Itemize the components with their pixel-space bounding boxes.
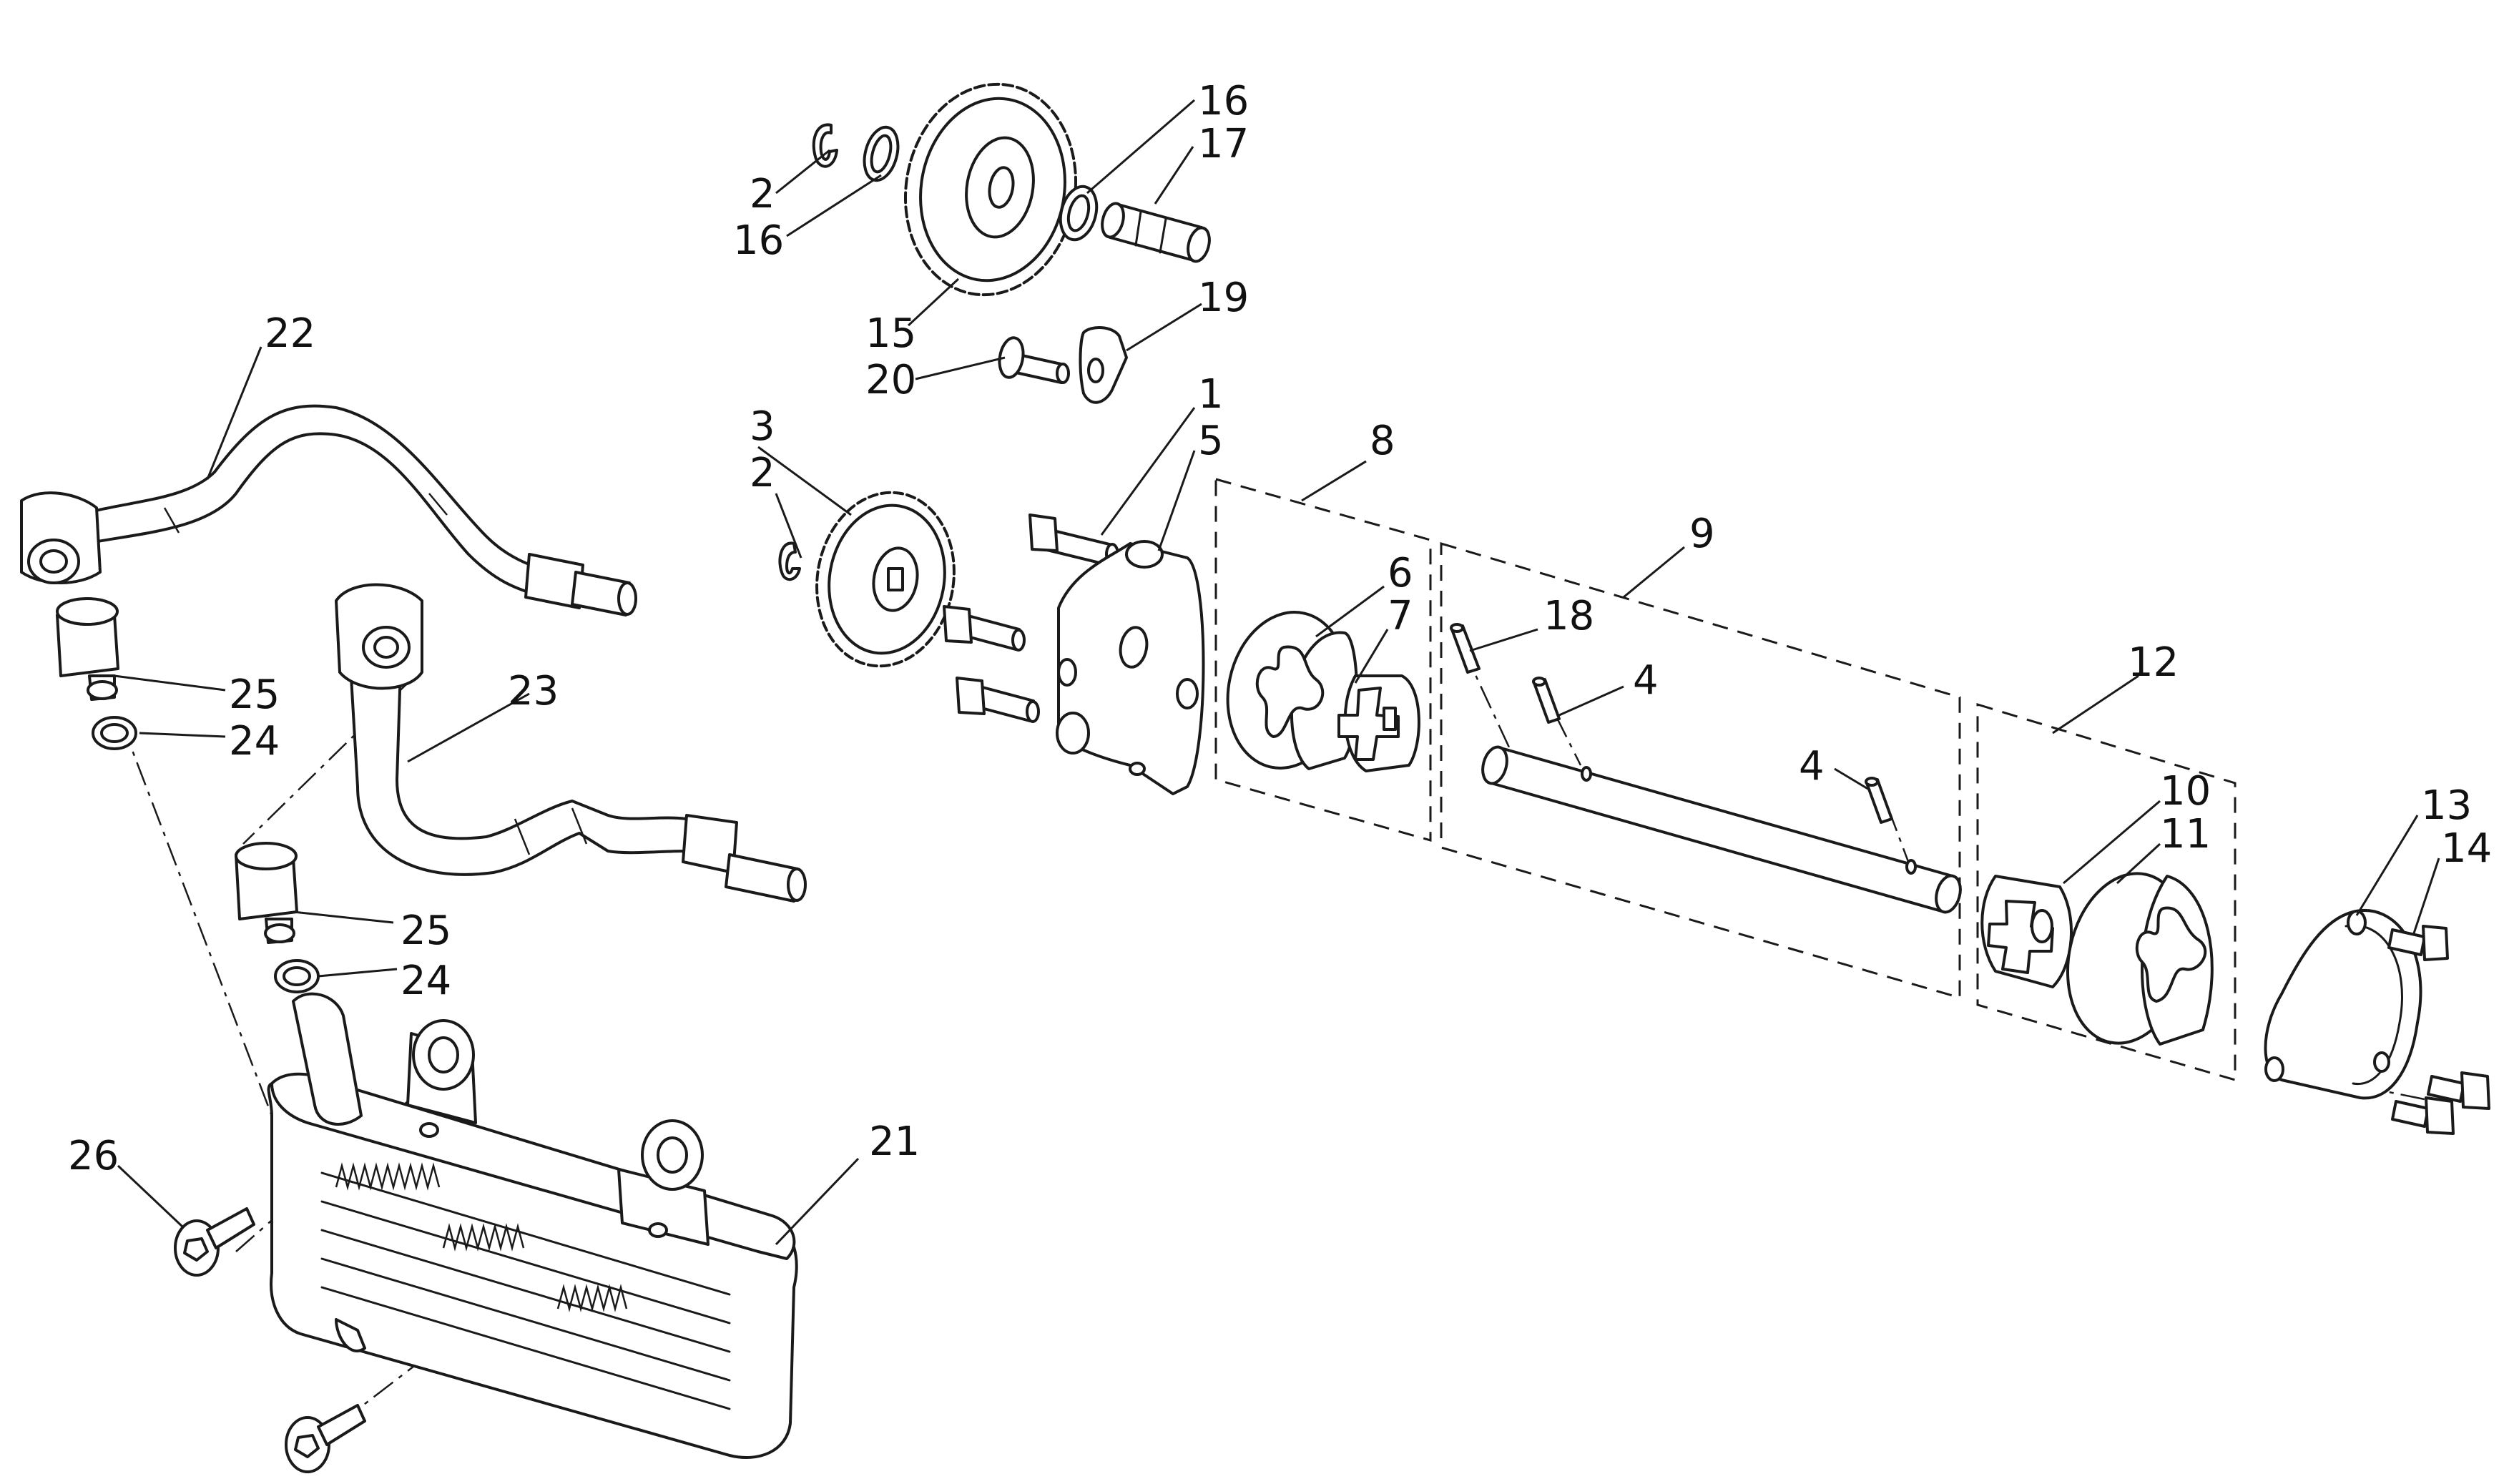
- part-2-circlip-top: [812, 123, 838, 168]
- callout-1: 1: [1198, 371, 1224, 418]
- callout-2-middle: 2: [750, 450, 775, 496]
- callout-16-left: 16: [733, 217, 784, 264]
- part-16-washer-left: [863, 125, 900, 182]
- callout-21: 21: [869, 1119, 920, 1165]
- part-15-sprocket: [903, 82, 1078, 297]
- callout-4-right: 4: [1799, 743, 1825, 790]
- part-25-fitting-left: [56, 597, 119, 701]
- pump-shaft: [1481, 745, 1962, 914]
- leader-lines: [114, 99, 2440, 1246]
- callout-25-left: 25: [229, 672, 280, 718]
- callout-18: 18: [1543, 593, 1594, 639]
- callout-16-right: 16: [1198, 78, 1249, 124]
- group-12-box: [1976, 702, 2237, 1081]
- part-2-circlip-middle: [778, 541, 801, 581]
- part-16-washer-right: [1059, 185, 1099, 242]
- callout-14: 14: [2441, 825, 2492, 872]
- callout-17: 17: [1198, 121, 1249, 167]
- callout-24-left: 24: [229, 718, 280, 765]
- centerline-pipe-23: [242, 682, 408, 845]
- part-7-inner-rotor: [1337, 674, 1420, 772]
- bolt-cooler-lower: [285, 1404, 366, 1473]
- part-4-pin-left: [1532, 677, 1561, 724]
- group-9-box: [1440, 541, 1961, 999]
- bolt-middle-2: [943, 605, 1026, 652]
- callout-13: 13: [2421, 782, 2472, 829]
- callout-22: 22: [265, 310, 315, 357]
- callout-11: 11: [2160, 811, 2211, 858]
- callout-3: 3: [750, 403, 775, 450]
- callout-25-right: 25: [401, 908, 451, 954]
- callout-12: 12: [2128, 639, 2179, 686]
- centerline-pipe-22: [120, 722, 273, 1116]
- callout-23: 23: [508, 668, 559, 714]
- part-18-pin: [1450, 623, 1481, 674]
- callout-24-right: 24: [401, 958, 451, 1004]
- callout-4-left: 4: [1633, 657, 1659, 704]
- part-23-oil-pipe: [335, 583, 807, 903]
- part-22-oil-pipe: [20, 404, 637, 616]
- part-21-oil-cooler: [267, 992, 798, 1459]
- callout-5: 5: [1198, 418, 1224, 464]
- part-11-outer-rotor: [2066, 872, 2214, 1046]
- callout-8: 8: [1370, 418, 1395, 464]
- part-20-bolt: [998, 336, 1070, 384]
- group-8-box: [1214, 478, 1432, 842]
- part-10-inner-rotor: [1980, 875, 2073, 988]
- callout-20: 20: [865, 357, 916, 403]
- callout-7: 7: [1388, 593, 1413, 639]
- bolt-middle-3: [956, 677, 1040, 723]
- part-24-washer-right: [274, 959, 320, 993]
- part-24-washer-left: [92, 716, 137, 750]
- callout-19: 19: [1198, 275, 1249, 321]
- part-17-shaft: [1101, 202, 1211, 263]
- part-19-lock-plate: [1079, 326, 1128, 404]
- part-14-bolt-middle: [2427, 1071, 2490, 1110]
- part-6-outer-rotor: [1226, 611, 1358, 770]
- callout-6: 6: [1388, 550, 1413, 596]
- part-14-bolt-lower: [2391, 1096, 2455, 1135]
- callout-2-top: 2: [750, 171, 775, 217]
- callout-26: 26: [68, 1133, 119, 1179]
- callout-15: 15: [865, 310, 916, 357]
- part-1-bolt: [1028, 513, 1119, 566]
- part-5-pump-body: [1056, 540, 1205, 795]
- callout-10: 10: [2160, 768, 2211, 815]
- part-25-fitting-right: [235, 842, 298, 944]
- part-4-pin-right: [1865, 777, 1893, 824]
- callout-9: 9: [1689, 511, 1715, 557]
- part-26-bolt: [174, 1207, 255, 1277]
- part-14-bolt-upper: [2387, 925, 2449, 961]
- centerline-pin-4a: [1554, 714, 1582, 766]
- part-3-sprocket: [815, 491, 956, 668]
